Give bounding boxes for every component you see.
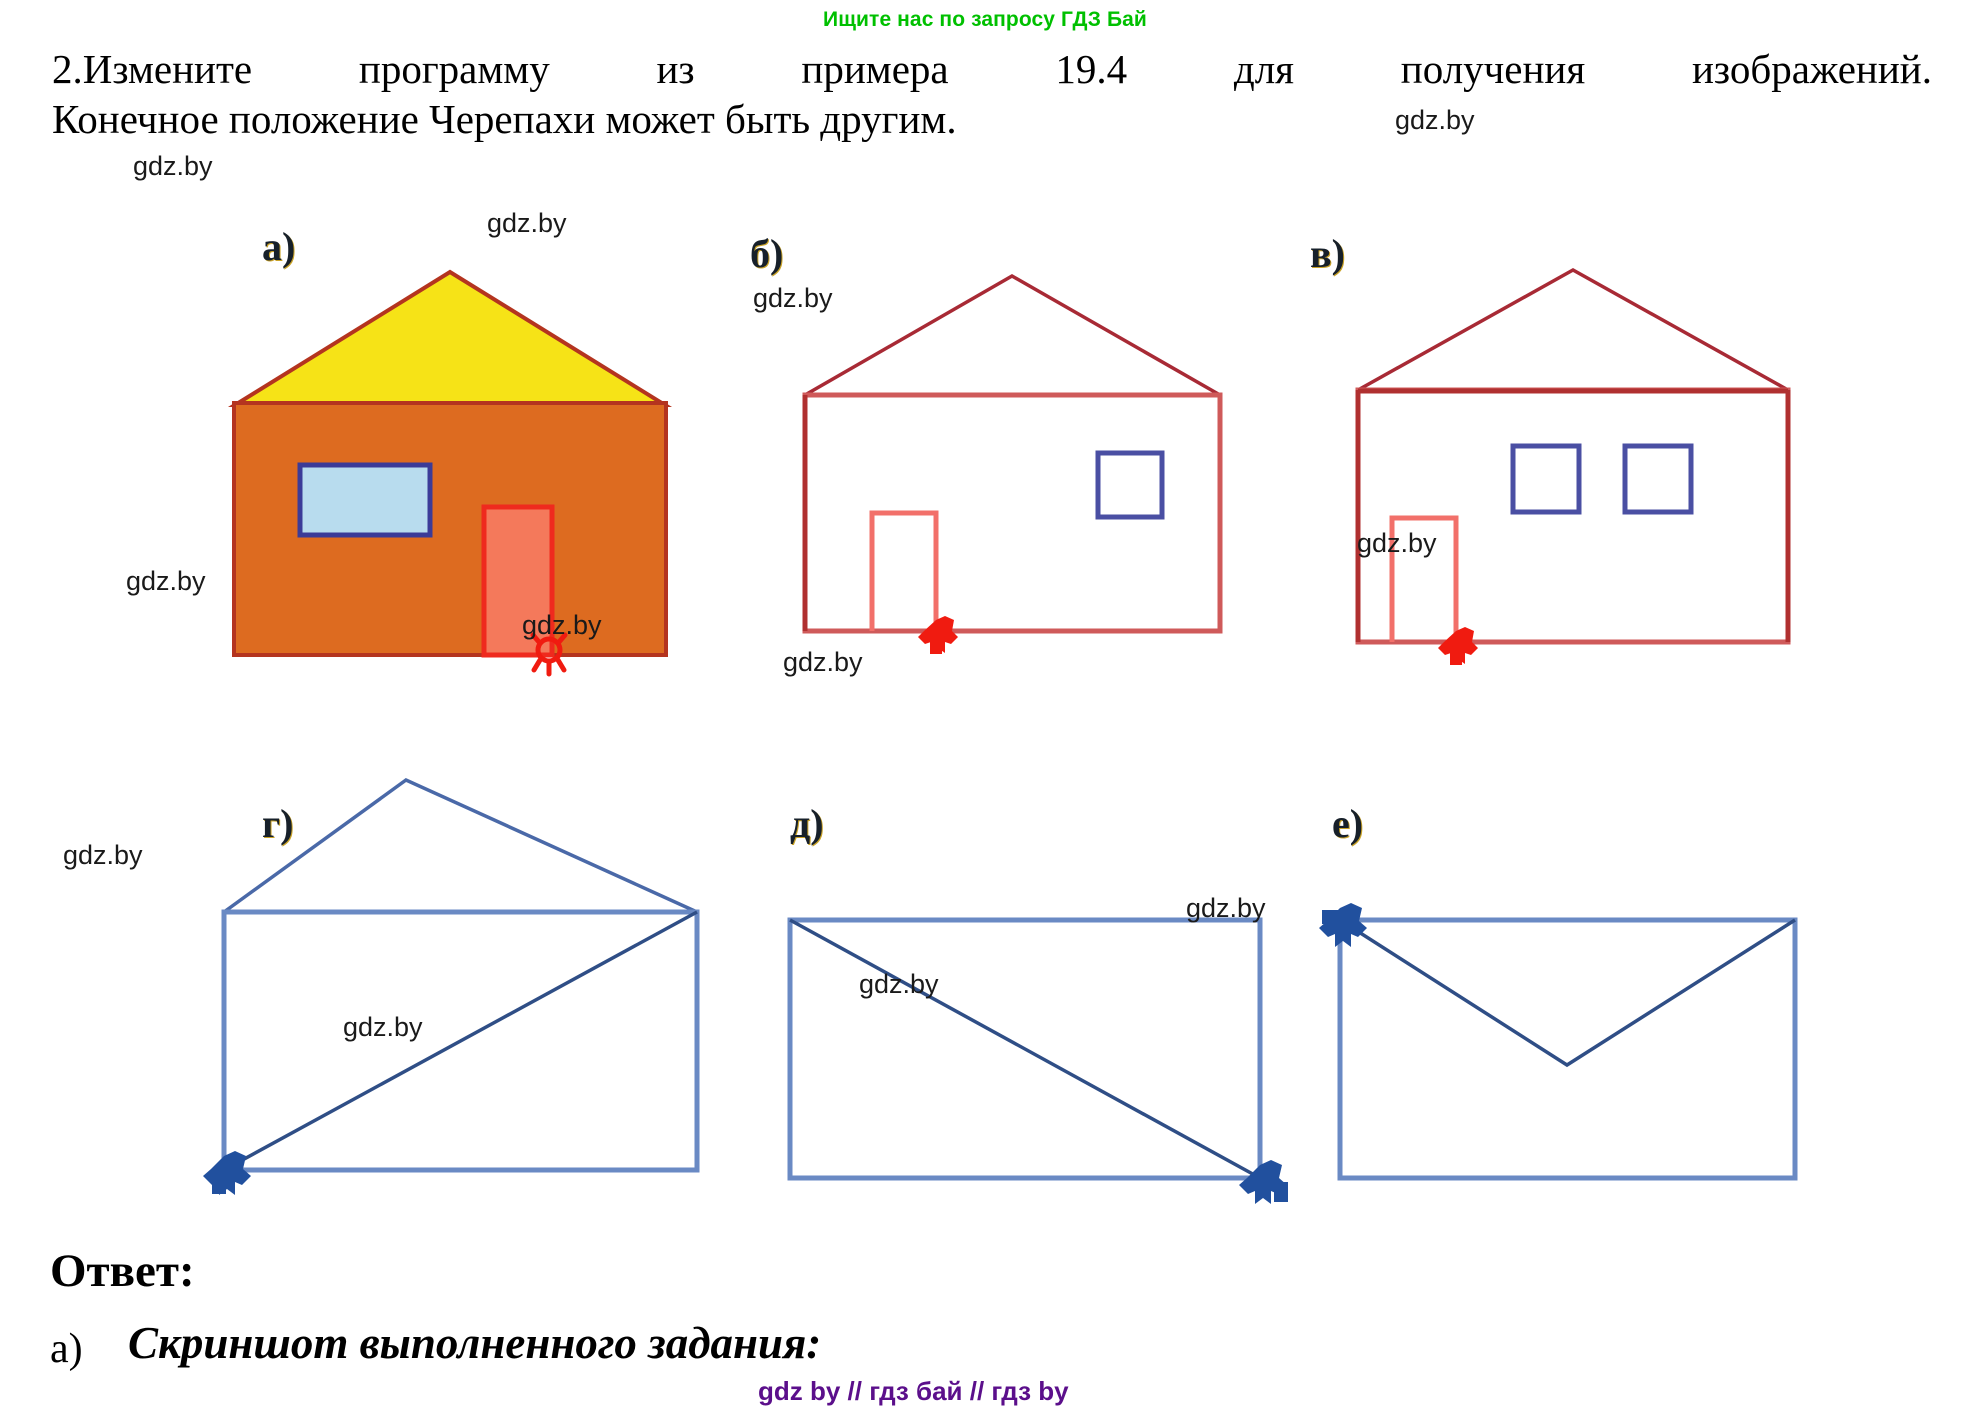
figure-b-outline-house xyxy=(802,273,1223,654)
rect-d-body xyxy=(787,917,1263,1181)
house-v-window-left xyxy=(1510,443,1582,515)
envelope-e-flap xyxy=(1339,918,1796,1068)
house-v-window-right xyxy=(1622,443,1694,515)
house-b-window xyxy=(1095,450,1165,520)
watermark: gdz.by xyxy=(487,208,567,238)
house-a-roof xyxy=(227,269,673,407)
watermark: gdz.by xyxy=(1395,105,1475,135)
turtle-marker-d xyxy=(1239,1160,1288,1204)
watermark: gdz.by xyxy=(783,647,863,677)
answer-item-letter: а) xyxy=(50,1326,83,1372)
footer-watermark: gdz by // гдз бай // гдз by xyxy=(758,1376,1069,1406)
turtle-marker-g xyxy=(203,1151,251,1195)
panel-letter-v: в) xyxy=(1310,231,1345,276)
answer-item-text: Скриншот выполненного задания: xyxy=(128,1318,822,1368)
turtle-marker-v xyxy=(1438,627,1478,665)
house-b-door xyxy=(869,510,939,631)
house-a-window xyxy=(297,462,433,538)
promo-bar: Ищите нас по запросу ГДЗ Бай xyxy=(0,0,1970,40)
envelope-g-body xyxy=(221,909,700,1173)
task-statement: 2.Измените программу из примера 19.4 для… xyxy=(52,44,1932,144)
watermark: gdz.by xyxy=(343,1012,423,1042)
figure-d-rect-diagonal xyxy=(787,917,1288,1204)
panel-letter-b: б) xyxy=(750,231,784,276)
watermark: gdz.by xyxy=(522,610,602,640)
watermark: gdz.by xyxy=(1186,893,1266,923)
house-b-wall xyxy=(802,392,1223,634)
figure-v-outline-house xyxy=(1355,267,1791,665)
panel-letter-e: е) xyxy=(1332,801,1364,846)
answer-label: Ответ: xyxy=(50,1245,195,1297)
envelope-e-body xyxy=(1337,917,1798,1181)
figure-a-filled-house xyxy=(227,269,673,677)
envelope-g-flap xyxy=(222,777,698,914)
watermark: gdz.by xyxy=(753,283,833,313)
house-v-roof xyxy=(1357,267,1789,392)
envelope-g-diagonal xyxy=(223,910,698,1172)
watermark: gdz.by xyxy=(133,151,213,181)
task-line-2: Конечное положение Черепахи может быть д… xyxy=(52,96,957,143)
turtle-marker-b xyxy=(918,616,958,654)
turtle-marker-e xyxy=(1319,903,1367,947)
panel-letter-d: д) xyxy=(790,801,824,846)
panel-letter-a: а) xyxy=(262,224,296,269)
watermark: gdz.by xyxy=(63,840,143,870)
panel-letter-g: г) xyxy=(262,801,294,846)
watermark: gdz.by xyxy=(859,969,939,999)
rect-d-diagonal xyxy=(789,918,1261,1180)
watermark: gdz.by xyxy=(126,566,206,596)
watermark: gdz.by xyxy=(1357,528,1437,558)
task-line-1: 2.Измените программу из примера 19.4 для… xyxy=(52,46,1932,92)
house-v-wall xyxy=(1355,387,1791,645)
promo-text: Ищите нас по запросу ГДЗ Бай xyxy=(823,8,1147,31)
figure-e-envelope-inner xyxy=(1319,903,1798,1181)
house-b-roof xyxy=(804,273,1221,397)
